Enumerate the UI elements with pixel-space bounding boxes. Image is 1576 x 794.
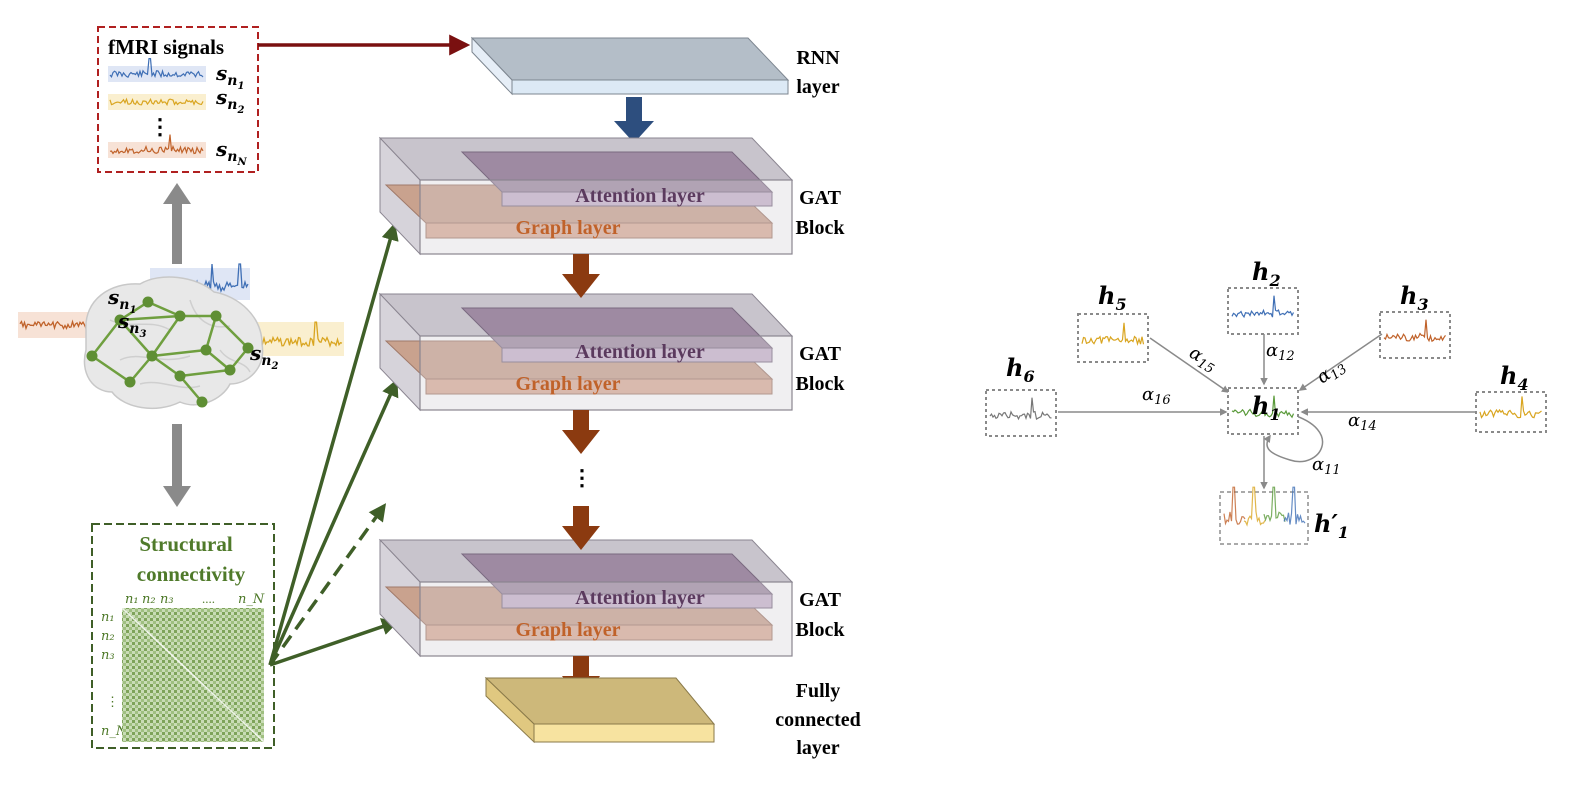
fmri-label-s1: sn1: [215, 61, 244, 92]
alpha-16: α16: [1142, 384, 1171, 408]
graph-nodes: h1 h2 h3 h4 h5 h6: [985, 257, 1547, 437]
row-label-n2: n₂: [101, 629, 115, 644]
row-label-n3: n₃: [101, 648, 115, 663]
node-box: [1475, 391, 1547, 433]
col-label-dots: ....: [202, 591, 215, 606]
stack-dots: ⋮: [571, 465, 593, 490]
brain-label-s1: sn1: [107, 285, 136, 316]
attention-layer-label: Attention layer: [575, 341, 705, 363]
fmri-dots: ⋮: [149, 114, 171, 139]
node-label: h5: [1098, 281, 1127, 314]
output-trace: [1283, 486, 1306, 525]
fc-label-2: connected: [775, 709, 861, 731]
alpha-15: α15: [1184, 342, 1221, 377]
node-signal-trace: [989, 397, 1052, 421]
rnn-label-1: RNN: [796, 47, 840, 69]
brain-to-fmri-arrow: [163, 183, 191, 264]
output-node-box: [1219, 491, 1309, 545]
structural-title-2: connectivity: [137, 562, 246, 586]
fmri-title: fMRI signals: [108, 35, 224, 59]
attention-edges: [1058, 333, 1476, 490]
fmri-label-sN: snN: [215, 137, 247, 168]
node-box: [1227, 287, 1299, 335]
fc-label-3: layer: [796, 737, 839, 759]
node-signal-trace: [1383, 319, 1446, 343]
fc-label-1: Fully: [796, 680, 840, 702]
rnn-to-gat-arrow: [614, 97, 654, 143]
brain-network-nodes: [86, 296, 254, 408]
gat-label-2: Block: [796, 217, 846, 239]
attention-layer-label: Attention layer: [575, 185, 705, 207]
node-h5: h5: [1077, 281, 1149, 363]
fully-connected-layer: Fully connected layer: [484, 676, 861, 759]
node-h3: h3: [1379, 281, 1451, 359]
node-box: [985, 389, 1057, 437]
output-trace: [1263, 486, 1286, 523]
col-label-n1: n₁: [125, 592, 139, 607]
gat-label-1: GAT: [799, 343, 842, 365]
fmri-signals-box: fMRI signals ⋮ sn1 sn2 snN: [97, 26, 259, 173]
brain-to-structural-arrow: [163, 424, 191, 507]
alpha-11: α11: [1312, 454, 1341, 478]
rnn-layer: RNN layer: [470, 36, 840, 98]
structural-to-gat-arrows: [268, 222, 400, 667]
node-label: h3: [1400, 281, 1429, 314]
brain-network-edges: [91, 300, 249, 403]
col-label-nN: n_N: [238, 592, 265, 607]
output-trace: [1243, 486, 1266, 527]
output-trace: [1223, 486, 1246, 526]
col-label-n2: n₂: [142, 592, 156, 607]
node-signal-trace: [1231, 395, 1295, 419]
node-label: h2: [1252, 257, 1281, 290]
node-label: h1: [1252, 391, 1281, 424]
node-signal-trace: [1479, 396, 1542, 419]
node-box: [1077, 313, 1149, 363]
alpha-12: α12: [1266, 340, 1295, 364]
signal-trace-N: [109, 134, 204, 155]
node-h6: h6: [985, 353, 1057, 437]
signal-trace-2: [109, 97, 204, 107]
node-h1: h1: [1227, 387, 1299, 435]
node-label: h4: [1500, 361, 1529, 394]
node-signal-trace: [1231, 295, 1295, 319]
gat-label-2: Block: [796, 619, 846, 641]
brain-graph: sn1 sn3 sn2: [18, 263, 344, 410]
structural-connectivity-box: Structural connectivity n₁ n₂ n₃ .... n_…: [91, 523, 275, 749]
node-label: h6: [1006, 353, 1035, 386]
graph-layer-label: Graph layer: [516, 619, 621, 641]
node-h4: h4: [1475, 361, 1547, 433]
fmri-label-s2: sn2: [215, 85, 244, 116]
graph-layer-label: Graph layer: [516, 373, 621, 395]
row-label-dots: ⋮: [106, 694, 119, 709]
rnn-label-2: layer: [796, 76, 839, 98]
attention-layer-label: Attention layer: [575, 587, 705, 609]
node-h2: h2: [1227, 257, 1299, 335]
alpha-14: α14: [1348, 410, 1377, 434]
col-label-n3: n₃: [160, 592, 174, 607]
brain-label-s3: sn3: [117, 309, 146, 340]
brain-label-s2: sn2: [249, 341, 278, 372]
node-signal-trace: [1081, 322, 1145, 346]
gat-label-1: GAT: [799, 187, 842, 209]
row-label-nN: n_N: [101, 724, 128, 739]
output-node-traces: [1223, 486, 1306, 527]
output-node-label: h′1: [1314, 509, 1349, 542]
gat-label-1: GAT: [799, 589, 842, 611]
row-label-n1: n₁: [101, 610, 115, 625]
signal-trace-1: [109, 57, 204, 79]
graph-layer-label: Graph layer: [516, 217, 621, 239]
node-box: [1379, 311, 1451, 359]
gat-label-2: Block: [796, 373, 846, 395]
structural-title-1: Structural: [139, 532, 232, 556]
brain-shape: [83, 276, 264, 410]
